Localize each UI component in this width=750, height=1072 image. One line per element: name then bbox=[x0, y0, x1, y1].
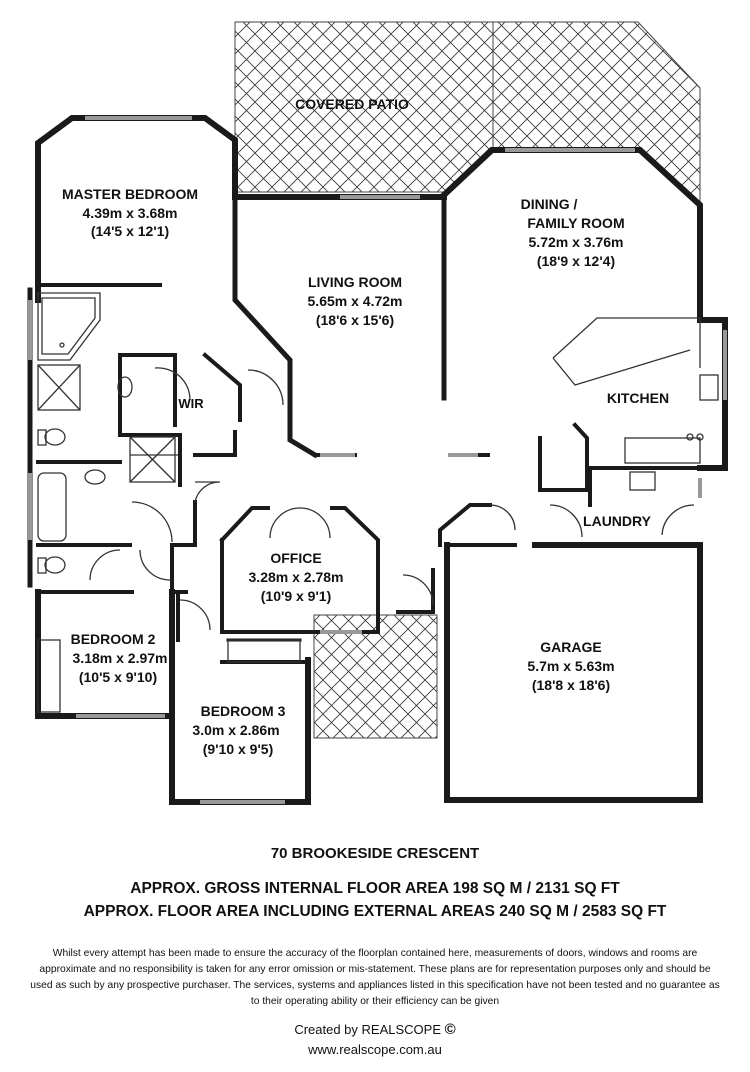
bedroom-3-dims: 3.0m x 2.86m bbox=[192, 722, 279, 738]
office-imperial: (10'9 x 9'1) bbox=[261, 588, 331, 604]
floor-plan: COVERED PATIO MASTER BEDROOM 4.39m x 3.6… bbox=[27, 21, 728, 805]
living-room-label: LIVING ROOM bbox=[308, 274, 402, 290]
dining-room-label-2: FAMILY ROOM bbox=[527, 215, 624, 231]
office-dims: 3.28m x 2.78m bbox=[249, 569, 344, 585]
credit-line: Created by REALSCOPE © bbox=[0, 1021, 750, 1038]
master-bedroom-imperial: (14'5 x 12'1) bbox=[91, 223, 169, 239]
bedroom-3-imperial: (9'10 x 9'5) bbox=[203, 741, 273, 757]
covered-patio-area bbox=[234, 21, 701, 206]
credit-text: Created by REALSCOPE bbox=[294, 1022, 441, 1037]
garage-label: GARAGE bbox=[540, 639, 601, 655]
wir-label: WIR bbox=[178, 396, 204, 411]
garage-dims: 5.7m x 5.63m bbox=[527, 658, 614, 674]
windows bbox=[28, 116, 727, 804]
gross-floor-area: APPROX. GROSS INTERNAL FLOOR AREA 198 SQ… bbox=[130, 880, 620, 897]
dining-room-imperial: (18'9 x 12'4) bbox=[537, 253, 615, 269]
fixtures bbox=[37, 292, 719, 713]
bedroom-2-imperial: (10'5 x 9'10) bbox=[79, 669, 157, 685]
garage-imperial: (18'8 x 18'6) bbox=[532, 677, 610, 693]
property-address: 70 BROOKESIDE CRESCENT bbox=[270, 845, 480, 862]
master-bedroom-label: MASTER BEDROOM bbox=[62, 186, 198, 202]
kitchen-label: KITCHEN bbox=[607, 390, 669, 406]
living-room-dims: 5.65m x 4.72m bbox=[308, 293, 403, 309]
bedroom-2-label: BEDROOM 2 bbox=[71, 631, 156, 647]
covered-patio-label: COVERED PATIO bbox=[295, 96, 409, 112]
copyright-icon: © bbox=[444, 1021, 456, 1038]
master-bedroom-dims: 4.39m x 3.68m bbox=[83, 205, 178, 221]
dining-room-dims: 5.72m x 3.76m bbox=[529, 234, 624, 250]
external-floor-area: APPROX. FLOOR AREA INCLUDING EXTERNAL AR… bbox=[83, 903, 667, 920]
bedroom-3-label: BEDROOM 3 bbox=[201, 703, 286, 719]
bedroom-2-dims: 3.18m x 2.97m bbox=[73, 650, 168, 666]
entry-porch-area bbox=[313, 614, 438, 739]
laundry-label: LAUNDRY bbox=[583, 513, 652, 529]
dining-room-label: DINING / bbox=[521, 196, 578, 212]
office-label: OFFICE bbox=[270, 550, 321, 566]
living-room-imperial: (18'6 x 15'6) bbox=[316, 312, 394, 328]
disclaimer-text: Whilst every attempt has been made to en… bbox=[30, 948, 720, 1007]
website-link[interactable]: www.realscope.com.au bbox=[308, 1042, 442, 1057]
